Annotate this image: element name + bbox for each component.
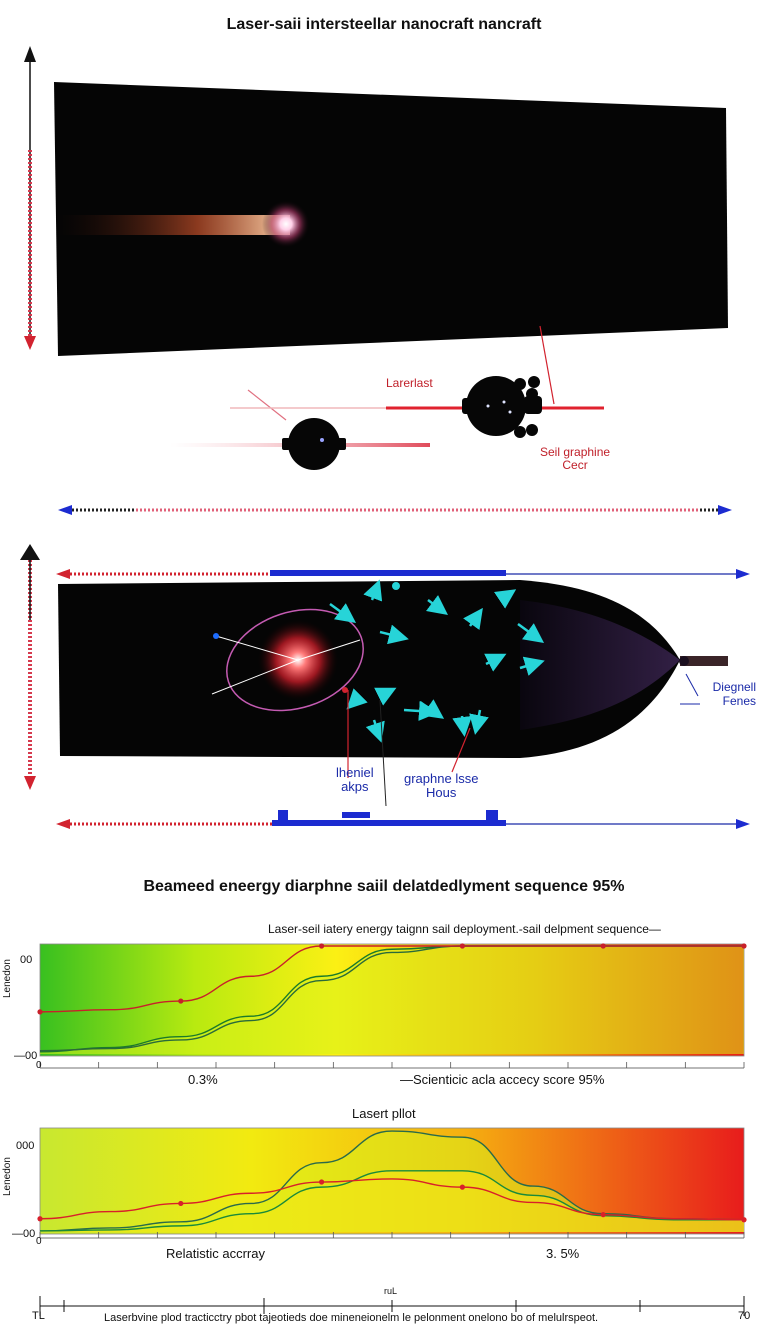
chart2-series-3-point [741, 1217, 747, 1223]
section-title: Beameed eneergy diarphne saiil delatdedl… [143, 878, 625, 895]
chart2-title: Lasert pllot [352, 1106, 416, 1121]
chart1-plot [37, 943, 747, 1069]
diagnostic-label-line1: Diegnell [712, 680, 756, 694]
chart2-series-3-line [39, 1178, 745, 1221]
chart1-series-3-point [37, 1009, 43, 1015]
chart2-y-bottom: —00 [12, 1228, 36, 1240]
sail-label-line1: Seil graphine [540, 445, 611, 459]
chart2-series-3-point [178, 1200, 184, 1207]
chart1-series-group [37, 943, 747, 1054]
chart2-x-note-right: 3. 5% [546, 1246, 580, 1261]
chart1-series-3-line [39, 945, 744, 1013]
chart1-series-3-point [178, 998, 184, 1004]
footer-right-tick: 70 [738, 1310, 751, 1322]
thermal-label-line2: akps [341, 779, 369, 794]
chart2-series-3-point [37, 1216, 43, 1222]
panel1-horizontal-axis [58, 505, 732, 515]
chart1-series-3-point [741, 943, 747, 949]
thermal-label: lheniel akps [336, 766, 374, 794]
graphene-label-line2: Hous [426, 785, 457, 800]
panel2-diagram [20, 544, 750, 829]
chart1-x-zero: 0 [36, 1060, 42, 1071]
nanocraft-large [462, 376, 542, 438]
panel2-top-axis [56, 569, 750, 579]
chart2-series-3-point [319, 1179, 325, 1185]
laser-beam-streak [58, 215, 290, 235]
chart1-series-3-point [319, 943, 325, 949]
graphene-label: graphne lsse Hous [404, 772, 478, 800]
footer-left-tick: TL [32, 1310, 45, 1322]
chart2-series-2-area [40, 1170, 744, 1232]
chart1-caption: Laser-seil iatery energy taignn sail dep… [268, 922, 661, 936]
panel2-vertical-axis [20, 544, 40, 790]
chart2-series-1-line [39, 1130, 745, 1232]
footer-axis-label: ruL [384, 1286, 398, 1296]
chart2-series-2-line [39, 1170, 744, 1232]
chart2-series-group [37, 1130, 747, 1232]
chart1-y-top: 00 [20, 954, 33, 966]
chart1-y-bottom: —00 [14, 1050, 38, 1062]
particle-flow-arrows [329, 579, 545, 743]
chart1-x-note-right: —Scienticic acla accecy score 95% [400, 1072, 605, 1087]
laser-glow-spot [262, 200, 310, 248]
panel2-bottom-axis [56, 810, 750, 829]
chart1-x-note-left: 0.3% [188, 1072, 218, 1087]
thermal-label-line1: lheniel [336, 765, 374, 780]
panel1-vertical-axis [24, 46, 36, 350]
chart2-series-3-point [600, 1212, 606, 1218]
footer-caption: Laserbvine plod tracticctry pbot tajeoti… [104, 1312, 599, 1324]
chart2-plot [37, 1127, 747, 1239]
graphene-label-line1: graphne lsse [404, 771, 479, 786]
nanocraft-small [282, 418, 346, 470]
chart1-x-ticks [39, 1062, 745, 1068]
diagnostic-label: Diegnell Fenes [700, 680, 756, 708]
sail-slab [54, 82, 728, 356]
chart2-x-note-left: Relatistic accrray [166, 1246, 265, 1261]
panel1-diagram [24, 46, 732, 515]
chart1-series-3-point [459, 943, 465, 949]
chart2-x-zero: 0 [36, 1236, 42, 1247]
sail-label: Seil graphine Cecr [540, 446, 610, 472]
diagnostic-label-line2: Fenes [722, 694, 756, 708]
sail-label-line2: Cecr [562, 458, 588, 472]
chart2-x-ticks [39, 1232, 745, 1238]
chart1-series-3-point [600, 943, 606, 949]
chart2-series-3-point [459, 1184, 465, 1190]
laser-label: Larerlast [386, 376, 433, 390]
chart2-y-top: 000 [16, 1140, 35, 1152]
page-title: Laser-saii intersteellar nanocraft nancr… [226, 16, 542, 33]
chart2-y-label: Lenedon [2, 1157, 13, 1196]
